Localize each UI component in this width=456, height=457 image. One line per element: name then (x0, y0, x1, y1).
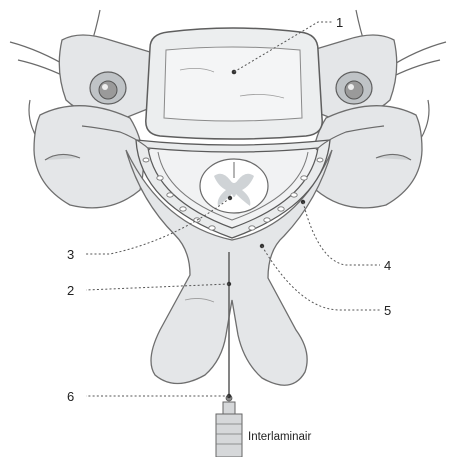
syringe-hub (223, 402, 235, 414)
label-2: 2 (67, 283, 74, 298)
label-5: 5 (384, 303, 391, 318)
spinal-cord (200, 159, 268, 213)
syringe-barrel (216, 414, 242, 457)
label-1: 1 (336, 15, 343, 30)
vertebral-body (146, 28, 322, 139)
caption-interlaminair: Interlaminair (248, 431, 311, 443)
label-4: 4 (384, 258, 391, 273)
label-6: 6 (67, 389, 74, 404)
label-3: 3 (67, 247, 74, 262)
